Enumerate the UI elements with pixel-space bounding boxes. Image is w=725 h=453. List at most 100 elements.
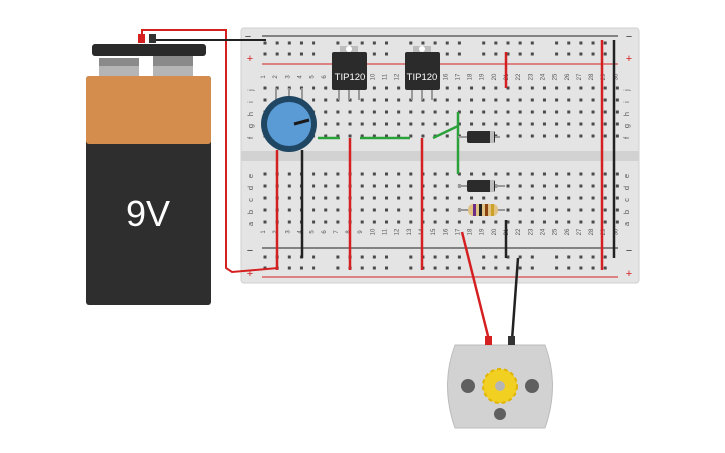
breadboard-hole [530, 86, 534, 90]
breadboard-hole [615, 184, 619, 188]
transistor-1[interactable]: TIP120 [332, 46, 367, 100]
breadboard-hole [385, 122, 388, 126]
breadboard-hole [482, 98, 486, 102]
breadboard-hole [263, 86, 267, 90]
breadboard-hole [324, 134, 328, 138]
diode-2[interactable] [458, 180, 505, 192]
column-number: 30 [613, 228, 619, 235]
breadboard-hole [445, 172, 449, 176]
breadboard-hole [409, 208, 413, 212]
breadboard-hole [506, 122, 510, 126]
breadboard-hole [360, 41, 364, 45]
breadboard-hole [372, 41, 376, 45]
breadboard-hole [494, 41, 498, 45]
breadboard-hole [433, 110, 437, 114]
breadboard-hole [445, 86, 449, 90]
breadboard-hole [433, 98, 437, 102]
breadboard-hole [506, 196, 510, 200]
breadboard-hole [409, 41, 413, 45]
breadboard-hole [312, 172, 316, 176]
breadboard-hole [591, 196, 595, 200]
breadboard-hole [421, 134, 425, 138]
breadboard-hole [421, 41, 425, 45]
breadboard-hole [433, 184, 437, 188]
column-number: 18 [468, 73, 474, 80]
column-number: 1 [261, 75, 267, 79]
battery-black-clip [149, 34, 156, 43]
dc-motor[interactable] [447, 336, 553, 429]
breadboard-hole [287, 41, 291, 45]
breadboard-hole [397, 196, 401, 200]
breadboard-hole [567, 86, 571, 90]
row-letter: a [246, 221, 255, 226]
column-number: 20 [492, 228, 498, 235]
breadboard-hole [579, 110, 583, 114]
breadboard-hole [312, 266, 316, 270]
breadboard-hole [324, 110, 328, 114]
breadboard-hole [591, 172, 595, 176]
column-number: 7 [334, 230, 340, 234]
breadboard-hole [445, 110, 449, 114]
column-number: 28 [589, 73, 595, 80]
battery-red-wire [141, 29, 279, 274]
breadboard-hole [470, 220, 474, 224]
row-letter: f [622, 136, 631, 139]
breadboard-hole [506, 266, 510, 270]
breadboard-hole [603, 122, 607, 126]
breadboard-hole [603, 255, 607, 259]
breadboard-hole [555, 220, 559, 224]
breadboard-hole [530, 220, 534, 224]
breadboard-hole [542, 196, 546, 200]
breadboard-hole [360, 184, 364, 188]
breadboard-hole [506, 41, 510, 45]
row-letter: i [246, 101, 255, 103]
breadboard-hole [579, 172, 583, 176]
breadboard-hole [263, 208, 267, 212]
breadboard-hole [397, 208, 401, 212]
breadboard-hole [506, 110, 510, 114]
breadboard-hole [372, 86, 376, 90]
transistor-2[interactable]: TIP120 [405, 46, 440, 100]
breadboard-hole [263, 52, 267, 56]
column-number: 28 [589, 228, 595, 235]
breadboard-hole [555, 98, 559, 102]
potentiometer[interactable] [261, 88, 317, 152]
breadboard-hole [385, 266, 388, 270]
resistor[interactable] [458, 204, 505, 216]
breadboard-hole [591, 255, 595, 259]
diode-1[interactable] [458, 131, 500, 143]
breadboard-hole [312, 86, 316, 90]
breadboard-hole [372, 110, 376, 114]
row-letter: f [246, 136, 255, 139]
breadboard-hole [348, 122, 352, 126]
breadboard-hole [336, 266, 340, 270]
breadboard-hole [409, 184, 413, 188]
breadboard-hole [555, 110, 559, 114]
breadboard-hole [397, 134, 401, 138]
breadboard-hole [336, 110, 340, 114]
breadboard-hole [287, 52, 291, 56]
breadboard-hole [445, 208, 449, 212]
breadboard-hole [591, 86, 595, 90]
breadboard-hole [397, 184, 401, 188]
row-letter: a [622, 221, 631, 226]
breadboard-hole [348, 98, 352, 102]
breadboard-hole [482, 266, 486, 270]
column-number: 3 [285, 230, 291, 234]
breadboard-hole [494, 266, 498, 270]
breadboard-hole [336, 122, 340, 126]
row-letter: b [246, 210, 255, 214]
breadboard-hole [433, 266, 437, 270]
row-letter: d [246, 186, 255, 190]
battery-9v[interactable]: 9V [86, 44, 211, 305]
breadboard-hole [615, 110, 619, 114]
breadboard-hole [397, 86, 401, 90]
breadboard-hole [615, 86, 619, 90]
breadboard-hole [494, 110, 498, 114]
column-number: 11 [383, 73, 389, 80]
breadboard-hole [555, 184, 559, 188]
breadboard-hole [506, 86, 510, 90]
breadboard-hole [312, 196, 316, 200]
breadboard-hole [336, 184, 340, 188]
breadboard-hole [263, 172, 267, 176]
